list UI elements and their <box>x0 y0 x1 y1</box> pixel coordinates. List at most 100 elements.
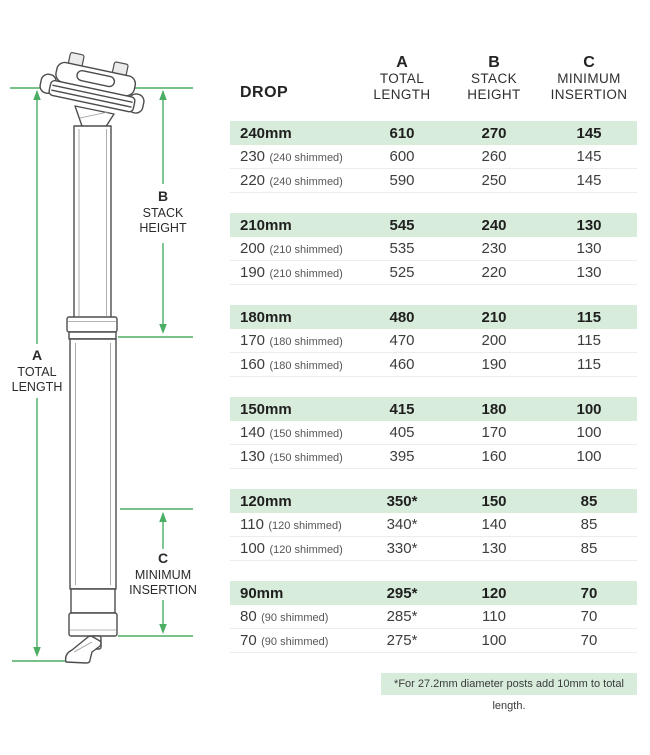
clamp-band-line2 <box>51 89 132 108</box>
stack-height-cell: 140 <box>481 516 507 533</box>
total-length-cell: 610 <box>389 124 415 142</box>
table-row: 170 (180 shimmed) 470 200 115 <box>230 329 637 353</box>
total-length-cell: 480 <box>389 308 415 326</box>
table-row: 80 (90 shimmed) 285* 110 70 <box>230 605 637 629</box>
drop-value: 230 <box>240 147 266 165</box>
table-row: 130 (150 shimmed) 395 160 100 <box>230 445 637 469</box>
total-length-cell: 460 <box>389 356 415 373</box>
min-insertion-cell: 130 <box>576 240 602 257</box>
seatpost-illustration <box>39 52 145 664</box>
min-insertion-cell: 145 <box>576 124 602 142</box>
collar-flange <box>68 331 117 340</box>
total-length-cell: 600 <box>389 148 415 165</box>
upper-tube-shading <box>78 129 107 316</box>
clamp-band-line1 <box>52 84 133 103</box>
drop-cell: 170 (180 shimmed) <box>230 332 357 350</box>
shim-note: (180 shimmed) <box>269 335 343 348</box>
dimension-label-c-line1: MINIMUM <box>135 568 191 582</box>
min-insertion-cell: 145 <box>576 148 602 165</box>
dimension-label-c-letter: C <box>158 550 168 566</box>
drop-value: 100 <box>240 539 266 557</box>
total-length-cell: 275* <box>386 632 418 649</box>
collar-ring <box>66 316 118 333</box>
shim-note: (120 shimmed) <box>269 543 343 556</box>
shim-note: (210 shimmed) <box>269 243 343 256</box>
lower-tube <box>69 338 117 590</box>
drop-cell: 190 (210 shimmed) <box>230 264 357 282</box>
stack-height-cell: 230 <box>481 240 507 257</box>
stack-height-cell: 220 <box>481 264 507 281</box>
table-row: 70 (90 shimmed) 275* 100 70 <box>230 629 637 653</box>
shim-note: (150 shimmed) <box>269 427 343 440</box>
drop-cell: 70 (90 shimmed) <box>230 632 357 650</box>
drop-cell: 180mm <box>240 308 292 326</box>
drop-cell: 220 (240 shimmed) <box>230 172 357 190</box>
table-row: 110 (120 shimmed) 340* 140 85 <box>230 513 637 537</box>
total-length-cell: 415 <box>389 400 415 418</box>
spec-table-header: DROP A TOTAL LENGTH B STACK HEIGHT C MIN… <box>230 55 637 103</box>
min-insertion-cell: 100 <box>576 400 602 418</box>
stack-height-cell: 150 <box>481 492 507 510</box>
column-header-total-length: A TOTAL LENGTH <box>357 55 447 103</box>
column-letter-b: B <box>488 54 500 71</box>
dimension-label-a-line2: LENGTH <box>12 380 63 394</box>
drop-cell: 90mm <box>240 584 284 602</box>
drop-value: 220 <box>240 171 266 189</box>
shim-note: (240 shimmed) <box>269 151 343 164</box>
drop-group-header-row: 90mm 295* 120 70 <box>230 581 637 605</box>
drop-size-group: 90mm 295* 120 70 80 (90 shimmed) 285* 11… <box>230 581 637 653</box>
drop-cell: 240mm <box>240 124 292 142</box>
column-word: STACK <box>470 71 517 86</box>
total-length-cell: 470 <box>389 332 415 349</box>
arrow-a-up-icon <box>33 90 41 100</box>
drop-cell: 110 (120 shimmed) <box>230 516 357 534</box>
min-insertion-cell: 100 <box>576 424 602 441</box>
drop-cell: 200 (210 shimmed) <box>230 240 357 258</box>
drop-value: 110 <box>240 515 264 533</box>
drop-group-header-row: 180mm 480 210 115 <box>230 305 637 329</box>
drop-size-group: 150mm 415 180 100 140 (150 shimmed) 405 … <box>230 397 637 469</box>
upper-tube <box>73 125 112 319</box>
table-row: 190 (210 shimmed) 525 220 130 <box>230 261 637 285</box>
min-insertion-cell: 70 <box>580 632 598 649</box>
shim-note: (120 shimmed) <box>268 519 342 532</box>
stack-height-cell: 260 <box>481 148 507 165</box>
shim-note: (210 shimmed) <box>269 267 343 280</box>
stack-height-cell: 100 <box>481 632 507 649</box>
drop-value: 140 <box>240 423 266 441</box>
seatpost-diagram: A TOTAL LENGTH B STACK HEIGHT C MINIMUM … <box>0 0 230 750</box>
drop-size-group: 120mm 350* 150 85 110 (120 shimmed) 340*… <box>230 489 637 561</box>
total-length-cell: 295* <box>386 584 418 602</box>
column-word: LENGTH <box>373 87 431 102</box>
drop-cell: 230 (240 shimmed) <box>230 148 357 166</box>
shim-note: (150 shimmed) <box>269 451 343 464</box>
dimension-label-b-line1: STACK <box>143 206 184 220</box>
arrow-b-down-icon <box>159 324 167 334</box>
spec-table: DROP A TOTAL LENGTH B STACK HEIGHT C MIN… <box>230 55 637 712</box>
total-length-cell: 535 <box>389 240 415 257</box>
dimension-label-a-line1: TOTAL <box>17 365 56 379</box>
drop-group-header-row: 210mm 545 240 130 <box>230 213 637 237</box>
total-length-cell: 405 <box>389 424 415 441</box>
arrow-a-down-icon <box>33 647 41 657</box>
shim-note: (240 shimmed) <box>269 175 343 188</box>
min-insertion-cell: 85 <box>580 516 598 533</box>
table-row: 100 (120 shimmed) 330* 130 85 <box>230 537 637 561</box>
min-insertion-cell: 130 <box>576 216 602 234</box>
min-insertion-cell: 70 <box>580 584 598 602</box>
table-row: 220 (240 shimmed) 590 250 145 <box>230 169 637 193</box>
column-header-stack-height: B STACK HEIGHT <box>447 55 541 103</box>
total-length-cell: 395 <box>389 448 415 465</box>
min-insertion-cell: 70 <box>580 608 598 625</box>
stack-height-cell: 130 <box>481 540 507 557</box>
bottom-cap <box>68 612 118 637</box>
arrow-c-up-icon <box>159 512 167 522</box>
clamp-rail-slot <box>76 69 116 88</box>
column-word: MINIMUM <box>557 71 621 86</box>
drop-value: 80 <box>240 607 257 625</box>
drop-group-header-row: 120mm 350* 150 85 <box>230 489 637 513</box>
column-word: TOTAL <box>379 71 425 86</box>
stack-height-cell: 180 <box>481 400 507 418</box>
min-insertion-cell: 100 <box>576 448 602 465</box>
